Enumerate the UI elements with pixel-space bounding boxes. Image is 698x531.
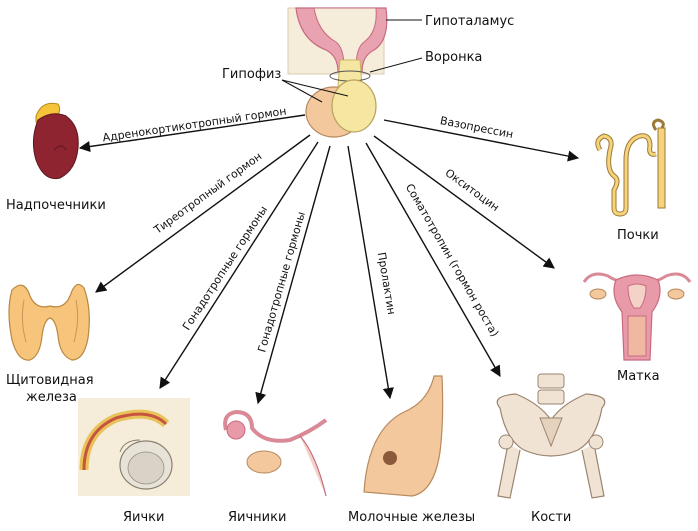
uterus-illustration: [582, 272, 692, 361]
hypothalamus-label: Гипоталамус: [425, 14, 514, 29]
mammary-label: Молочные железы: [348, 510, 475, 525]
ovaries-illustration: [212, 408, 328, 497]
arrow-bones: [365, 142, 501, 377]
thyroid-illustration: [8, 283, 90, 361]
pituitary-label: Гипофиз: [222, 67, 281, 82]
ovaries-label: Яичники: [228, 510, 286, 525]
testes-label: Яички: [123, 510, 164, 525]
mammary-illustration: [363, 375, 444, 497]
arrow-testes: [159, 141, 319, 389]
hormone-vasopressin-label: Вазопрессин: [439, 114, 514, 141]
hormone-gonadotropins-testes-label: Гонадотропные гормоны: [180, 204, 270, 333]
infundibulum-label: Воронка: [425, 50, 482, 65]
hormone-oxytocin-label: Окситоцин: [443, 166, 502, 214]
bones-illustration: [496, 373, 606, 499]
hormone-gonadotropins-ovaries-label: Гонадотропные гормоны: [255, 210, 308, 354]
kidneys-illustration: [595, 118, 666, 217]
arrow-uterus: [373, 135, 555, 269]
pituitary-illustration: [305, 79, 377, 138]
bones-label: Кости: [531, 510, 571, 525]
arrow-thyroid: [95, 134, 311, 293]
pituitary-leader-1: [281, 79, 323, 103]
arrow-mammary: [347, 145, 394, 400]
hormone-prolactin-label: Пролактин: [375, 251, 398, 315]
adrenal-label: Надпочечники: [6, 198, 106, 213]
arrow-kidneys: [383, 119, 580, 162]
kidneys-label: Почки: [617, 228, 659, 243]
infundibulum-leader: [369, 57, 423, 73]
thyroid-label-line2: железа: [26, 390, 77, 405]
arrow-ovaries: [255, 145, 331, 405]
arrow-adrenal: [78, 114, 306, 153]
adrenal-illustration: [32, 102, 79, 180]
thyroid-label-line1: Щитовидная: [6, 373, 94, 388]
pituitary-leader-2: [281, 79, 349, 97]
hormone-acth-label: Адренокортикотропный гормон: [102, 105, 288, 145]
hypothalamus-illustration: [287, 7, 388, 75]
testes-illustration: [78, 398, 190, 496]
uterus-label: Матка: [617, 369, 660, 384]
